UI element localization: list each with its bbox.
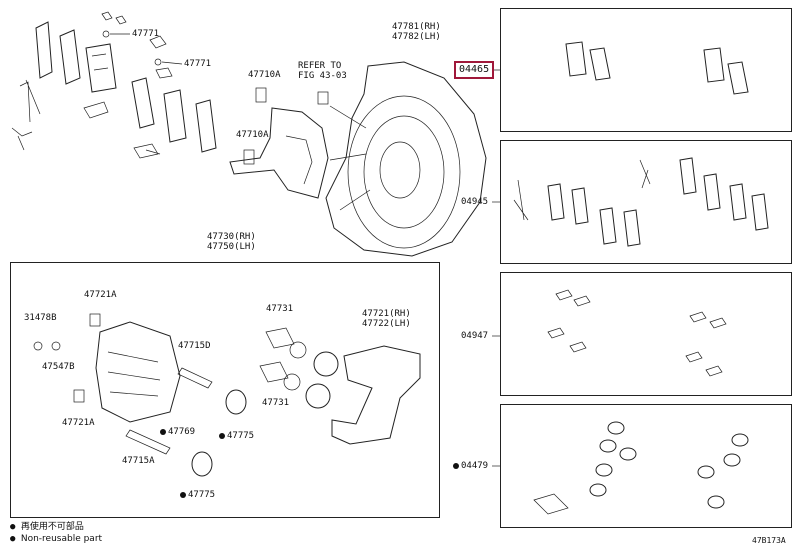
brake-pad-set-upper bbox=[11, 11, 217, 159]
callout-47731-bot[interactable]: 47731 bbox=[262, 398, 290, 408]
pad-kit-box bbox=[500, 8, 792, 132]
callout-47769[interactable]: 47769 bbox=[168, 427, 196, 437]
callout-kit-04479[interactable]: 04479 bbox=[461, 461, 489, 471]
callout-kit-04947[interactable]: 04947 bbox=[461, 331, 489, 341]
callout-47775-b[interactable]: 47775 bbox=[188, 490, 216, 500]
callout-31478b[interactable]: 31478B bbox=[24, 313, 57, 323]
refer-to-line2[interactable]: FIG 43-03 bbox=[298, 71, 347, 81]
clip-kit-box bbox=[500, 272, 792, 396]
refer-to-line1: REFER TO bbox=[298, 61, 342, 71]
callout-47731-top[interactable]: 47731 bbox=[266, 304, 294, 314]
callout-rotor-lh[interactable]: 47782(LH) bbox=[392, 32, 441, 42]
caliper-bracket-upper bbox=[229, 87, 329, 199]
callout-kit-04945[interactable]: 04945 bbox=[461, 197, 489, 207]
callout-47547b[interactable]: 47547B bbox=[42, 362, 75, 372]
callout-47715d[interactable]: 47715D bbox=[178, 341, 211, 351]
pad-kit-box-content bbox=[565, 41, 749, 95]
legend-jp: ● 再使用不可部品 bbox=[10, 522, 84, 532]
callout-47710a-top[interactable]: 47710A bbox=[248, 70, 281, 80]
callout-caliper-lh[interactable]: 47750(LH) bbox=[207, 242, 256, 252]
caliper-assembly-box bbox=[10, 262, 440, 518]
legend-en-text: Non-reusable part bbox=[20, 534, 103, 544]
legend-jp-text: 再使用不可部品 bbox=[20, 522, 84, 532]
callout-47721a-bot[interactable]: 47721A bbox=[62, 418, 95, 428]
callout-47710a-mid[interactable]: 47710A bbox=[236, 130, 269, 140]
shim-kit-box bbox=[500, 140, 792, 264]
shim-kit-box-content bbox=[513, 157, 769, 247]
callout-mount-rh[interactable]: 47721(RH) bbox=[362, 309, 411, 319]
pad-kit-callout-highlight[interactable]: 04465 bbox=[454, 61, 495, 79]
clip-kit-box-content bbox=[547, 289, 727, 377]
seal-kit-box bbox=[500, 404, 792, 528]
brake-rotor-dust-shield bbox=[325, 61, 487, 257]
callout-mount-lh[interactable]: 47722(LH) bbox=[362, 319, 411, 329]
callout-47721a-top[interactable]: 47721A bbox=[84, 290, 117, 300]
legend-en: ● Non-reusable part bbox=[10, 534, 103, 544]
seal-kit-box-content bbox=[533, 421, 749, 515]
figure-id: 47B173A bbox=[752, 536, 786, 545]
callout-caliper-rh[interactable]: 47730(RH) bbox=[207, 232, 256, 242]
callout-47775-a[interactable]: 47775 bbox=[227, 431, 255, 441]
callout-rotor-rh[interactable]: 47781(RH) bbox=[392, 22, 441, 32]
callout-47771-b[interactable]: 47771 bbox=[184, 59, 212, 69]
callout-47715a[interactable]: 47715A bbox=[122, 456, 155, 466]
caliper-assembly bbox=[33, 313, 421, 477]
callout-47771-a[interactable]: 47771 bbox=[132, 29, 160, 39]
